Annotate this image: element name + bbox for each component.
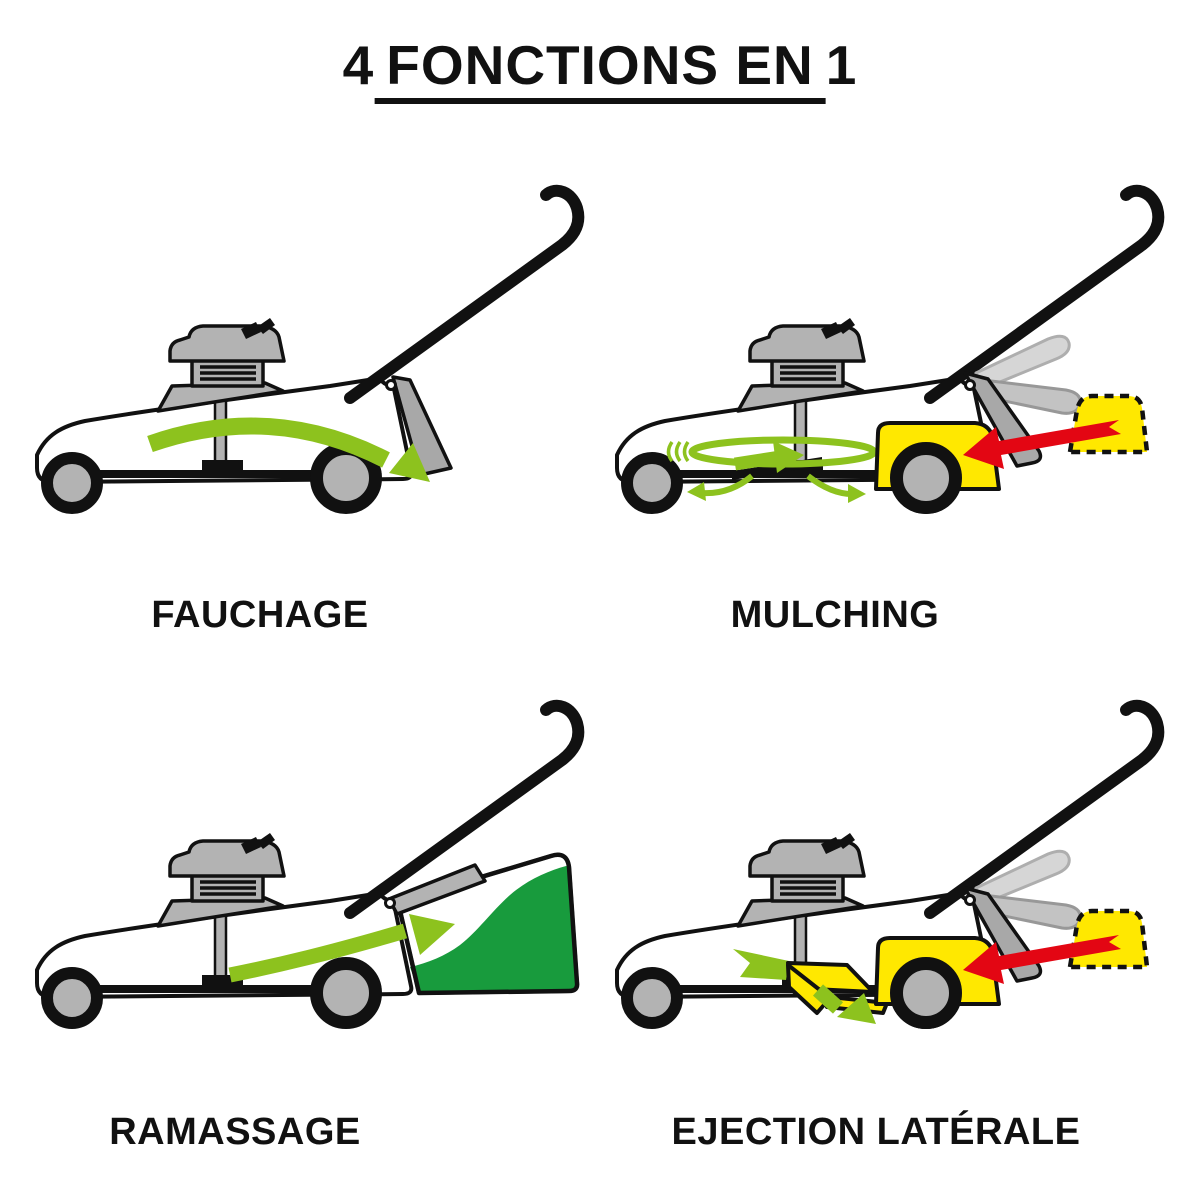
title-underlined: FONCTIONS EN — [374, 38, 826, 104]
grass-flow-arrow-icon — [147, 417, 390, 468]
grass-flow-arrowhead — [389, 443, 430, 482]
label-mulching: MULCHING — [730, 594, 940, 636]
flap-pivot — [384, 897, 396, 909]
label-ramassage: RAMASSAGE — [109, 1111, 361, 1153]
mulching-diagram — [600, 130, 1200, 590]
ejection-laterale-diagram — [600, 640, 1200, 1100]
side-flow-arrow — [812, 984, 844, 1014]
grass-flow-arrowhead — [409, 914, 455, 955]
collection-bag-icon — [384, 852, 580, 996]
title-suffix: 1 — [825, 34, 858, 96]
fauchage-diagram — [0, 130, 600, 590]
flap-pivot — [385, 379, 397, 391]
title-prefix: 4 — [342, 34, 375, 96]
side-flow-arrow-tail — [733, 949, 789, 980]
ramassage-diagram — [0, 640, 600, 1100]
rear-flap-closed — [391, 375, 453, 477]
side-discharge-chute-icon — [786, 961, 889, 1015]
label-fauchage: FAUCHAGE — [151, 594, 369, 636]
bag-lid-flap — [387, 863, 487, 916]
grass-flow-arrow-icon — [228, 923, 408, 983]
side-flow-arrowhead — [837, 993, 876, 1024]
label-ejection-laterale: EJECTION LATÉRALE — [671, 1111, 1081, 1153]
collected-grass — [410, 866, 578, 993]
